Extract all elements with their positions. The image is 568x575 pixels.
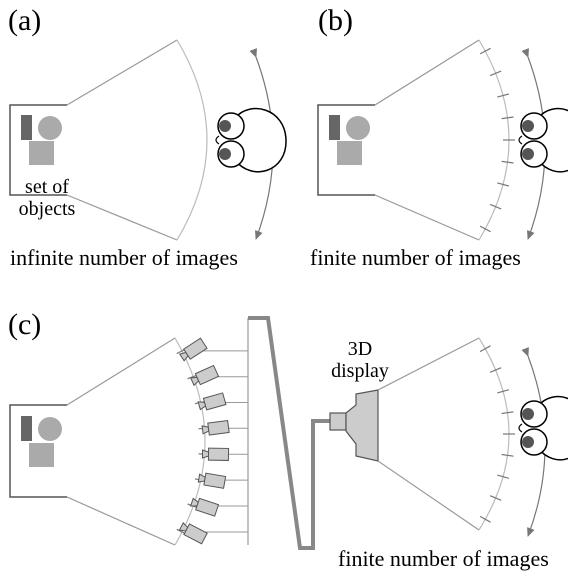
camera-array xyxy=(176,337,248,545)
upper-pupil xyxy=(522,120,534,132)
caption-b: finite number of images xyxy=(310,245,521,270)
display-cone-lower-line xyxy=(377,460,480,531)
panel-a xyxy=(9,39,287,241)
display-label: 3D display xyxy=(320,338,400,382)
circle-object xyxy=(346,116,370,140)
square-object xyxy=(337,141,362,165)
view-tick xyxy=(497,474,510,479)
view-tick xyxy=(501,116,514,120)
square-object xyxy=(29,443,54,467)
view-tick xyxy=(497,389,510,394)
objects-label-line2: objects xyxy=(18,198,76,220)
view-tick xyxy=(497,182,510,187)
camera-arc xyxy=(174,337,206,546)
view-cone-upper-line xyxy=(66,337,176,406)
circle-object xyxy=(38,417,62,441)
view-tick xyxy=(489,203,502,210)
data-cable xyxy=(248,316,332,550)
display-view-ticks xyxy=(479,345,515,523)
panel-label-c: (c) xyxy=(8,308,42,341)
upper-pupil xyxy=(522,408,534,420)
lower-pupil xyxy=(219,148,231,160)
view-tick xyxy=(501,453,514,457)
dark-bar-object xyxy=(329,115,340,140)
view-cone-upper-line xyxy=(66,39,178,106)
object-box-b xyxy=(317,104,375,196)
dark-bar-object xyxy=(21,115,32,140)
view-tick xyxy=(497,93,510,98)
view-tick xyxy=(501,411,514,415)
panel-b xyxy=(317,39,568,241)
dark-bar-object xyxy=(21,416,32,441)
lower-pupil xyxy=(522,436,534,448)
display-connector xyxy=(329,412,347,431)
view-tick xyxy=(501,160,514,164)
display-cone-upper-line xyxy=(377,337,480,391)
view-tick xyxy=(489,367,502,373)
camera-icon xyxy=(178,522,208,545)
object-box-a xyxy=(9,104,67,196)
view-tick xyxy=(479,515,491,523)
nose xyxy=(518,135,523,145)
view-tick xyxy=(479,345,491,353)
view-cone-lower-line xyxy=(374,194,480,241)
objects-label-line1: set of xyxy=(25,176,69,198)
view-tick xyxy=(479,47,491,55)
view-cone-upper-line xyxy=(374,39,480,106)
view-tick xyxy=(489,495,502,501)
lower-pupil xyxy=(522,148,534,160)
view-cone-lower-line xyxy=(66,496,176,546)
nose xyxy=(518,423,523,433)
camera-icon xyxy=(197,472,227,489)
display-body xyxy=(345,389,379,462)
upper-pupil xyxy=(219,120,231,132)
view-tick xyxy=(479,225,491,233)
viewer-head-c xyxy=(518,396,568,461)
discrete-view-ticks xyxy=(479,47,515,233)
display-label-line2: display xyxy=(331,360,389,382)
camera-icon xyxy=(201,447,230,461)
caption-a: infinite number of images xyxy=(10,245,238,270)
view-cone-lower-line xyxy=(66,194,178,241)
square-object xyxy=(29,141,54,165)
view-tick xyxy=(489,70,502,77)
object-box-c xyxy=(9,404,67,498)
camera-icon xyxy=(197,392,227,411)
camera-icon xyxy=(189,364,220,387)
panel-label-b: (b) xyxy=(318,4,353,37)
camera-icon xyxy=(178,337,208,362)
circle-object xyxy=(38,116,62,140)
camera-icon xyxy=(189,497,220,517)
viewer-head-b xyxy=(518,108,568,173)
nose xyxy=(215,135,220,145)
panel-c xyxy=(9,316,568,550)
objects-label: set of objects xyxy=(2,176,92,220)
panel-label-a: (a) xyxy=(8,4,42,37)
3d-display xyxy=(329,389,379,462)
caption-c: finite number of images xyxy=(338,546,549,571)
continuous-image-arc xyxy=(176,39,208,241)
viewer-head-a xyxy=(215,108,287,173)
display-label-line1: 3D xyxy=(347,338,373,360)
camera-icon xyxy=(201,420,230,436)
